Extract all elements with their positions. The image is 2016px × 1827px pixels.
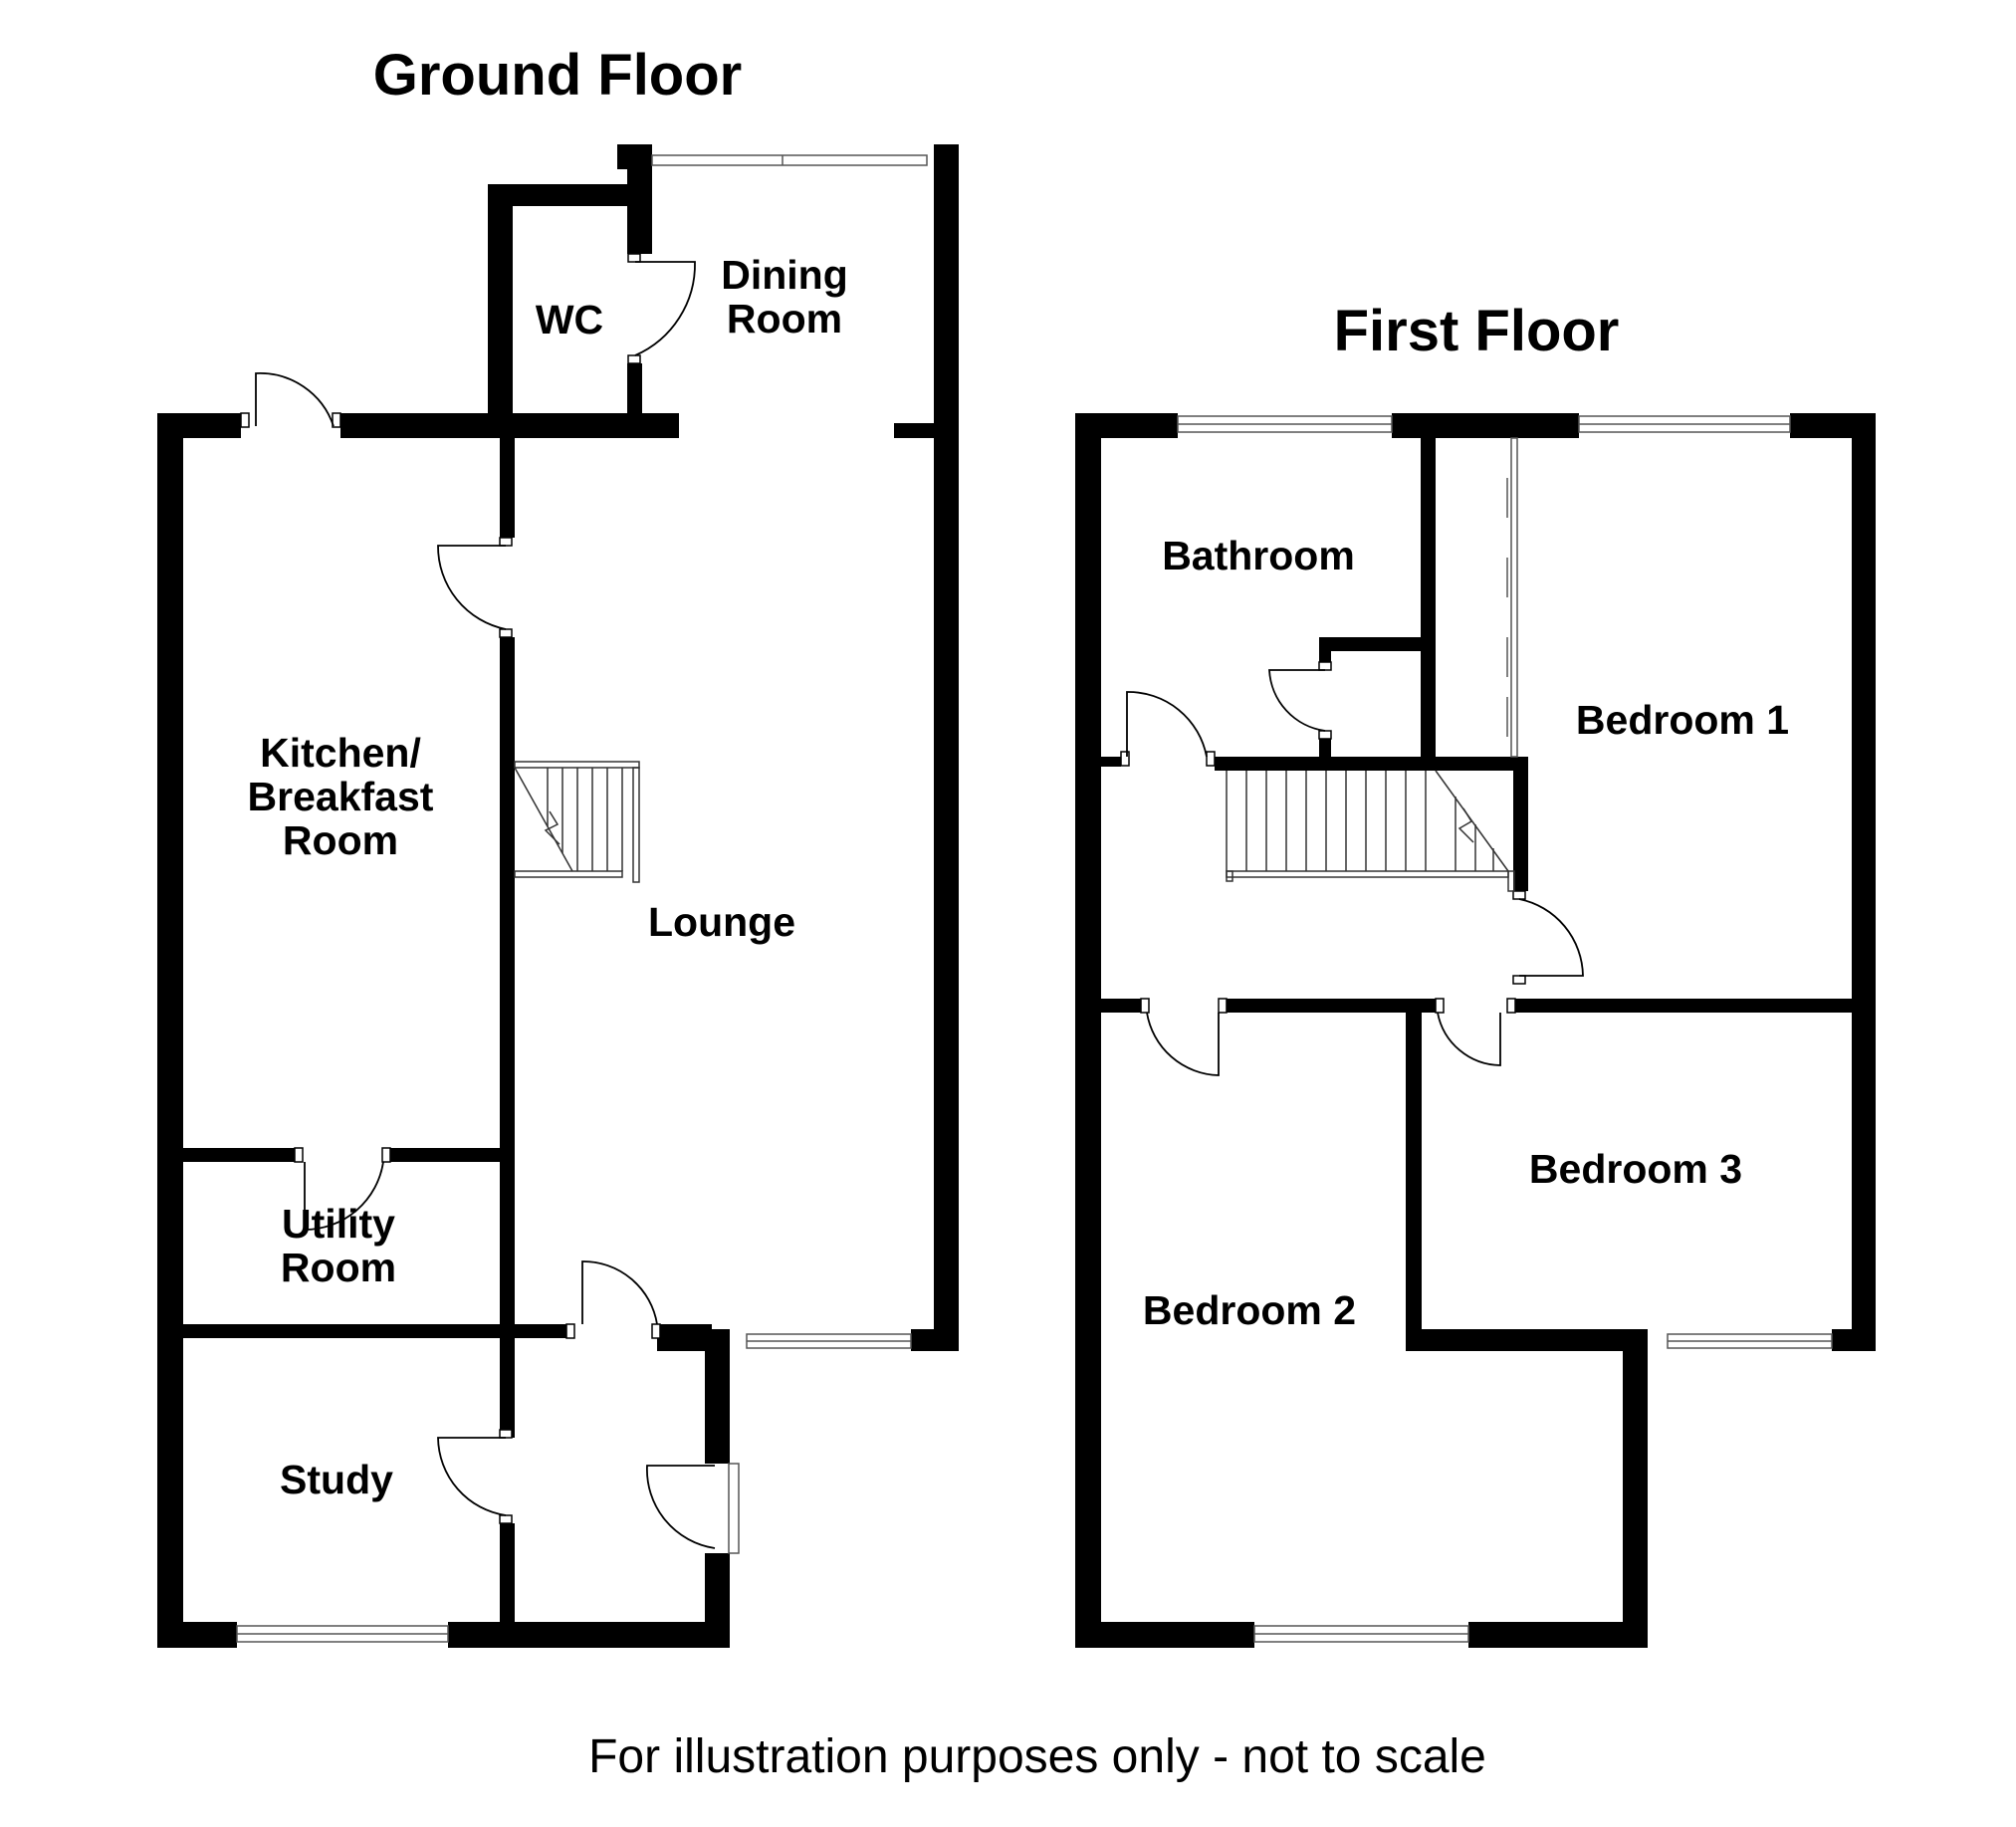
study-label: Study xyxy=(280,1457,393,1502)
first-floor-plan: First Floor Bathroom Bedroom 1 Bedroom 3… xyxy=(1075,299,1876,1648)
dining-room-window xyxy=(651,154,928,166)
bedroom1-window xyxy=(1578,415,1791,433)
bedroom1-label: Bedroom 1 xyxy=(1576,697,1789,743)
bedroom2-door xyxy=(1140,998,1228,1076)
first-floor-doors xyxy=(1120,661,1584,1076)
first-floor-title: First Floor xyxy=(1334,299,1620,363)
study-window xyxy=(236,1625,449,1643)
lobby-lounge-door xyxy=(565,1260,661,1339)
kitchen-label-line3: Room xyxy=(283,817,398,863)
ground-floor-walls xyxy=(157,144,959,1648)
ground-floor-plan: Ground Floor WC Dining Room Kitchen/ Bre… xyxy=(157,43,959,1648)
utility-room-label-line2: Room xyxy=(281,1245,396,1290)
first-floor-windows xyxy=(1177,415,1833,1643)
bedroom1-door xyxy=(1512,890,1584,985)
lounge-window xyxy=(746,1333,912,1349)
bathroom-door xyxy=(1120,691,1216,767)
kitchen-lounge-door xyxy=(437,537,513,638)
bedroom2-label: Bedroom 2 xyxy=(1143,1287,1356,1333)
dining-room-label-line2: Room xyxy=(727,296,842,342)
first-floor-walls xyxy=(1075,413,1876,1648)
utility-door xyxy=(294,1147,391,1231)
bathroom-window xyxy=(1177,415,1393,433)
first-floor-stairs xyxy=(1226,770,1515,892)
front-door-frame xyxy=(728,1463,740,1554)
kitchen-label-line2: Breakfast xyxy=(248,774,434,819)
wardrobe-doors xyxy=(1506,437,1518,758)
front-door xyxy=(646,1465,716,1549)
lounge-label: Lounge xyxy=(648,899,795,945)
ground-floor-title: Ground Floor xyxy=(373,43,743,108)
ground-floor-stairs xyxy=(514,761,640,883)
bedroom3-window xyxy=(1667,1333,1833,1349)
wc-door xyxy=(627,253,696,364)
ground-floor-doors xyxy=(240,253,716,1549)
utility-room-label-line1: Utility xyxy=(282,1201,395,1247)
kitchen-back-door xyxy=(240,372,341,428)
wc-label: WC xyxy=(536,297,603,343)
bathroom-label: Bathroom xyxy=(1162,533,1355,578)
bedroom3-door xyxy=(1435,998,1516,1066)
disclaimer-note: For illustration purposes only - not to … xyxy=(588,1730,1486,1783)
dining-room-label-line1: Dining xyxy=(721,252,848,298)
bedroom2-window xyxy=(1253,1625,1469,1643)
study-door xyxy=(437,1429,513,1524)
kitchen-label-line1: Kitchen/ xyxy=(260,730,421,776)
bedroom3-label: Bedroom 3 xyxy=(1529,1146,1742,1192)
ground-floor-windows xyxy=(236,154,928,1643)
cupboard-door xyxy=(1268,661,1332,740)
